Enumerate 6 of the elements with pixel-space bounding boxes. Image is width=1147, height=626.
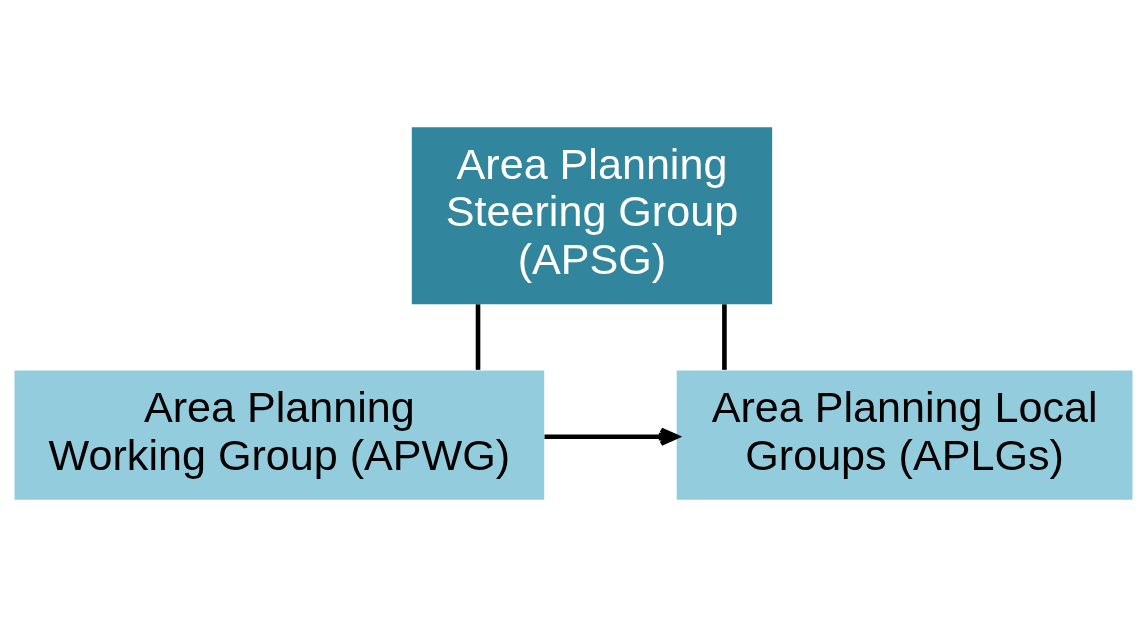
node-box: Area Planning Local Groups (APLGs)	[676, 370, 1133, 500]
node-box: Area Planning Steering Group (APSG)	[411, 126, 773, 304]
arrow	[544, 426, 679, 446]
connector	[722, 303, 727, 370]
node-box: Area Planning Working Group (APWG)	[14, 370, 545, 500]
connector	[475, 303, 481, 370]
